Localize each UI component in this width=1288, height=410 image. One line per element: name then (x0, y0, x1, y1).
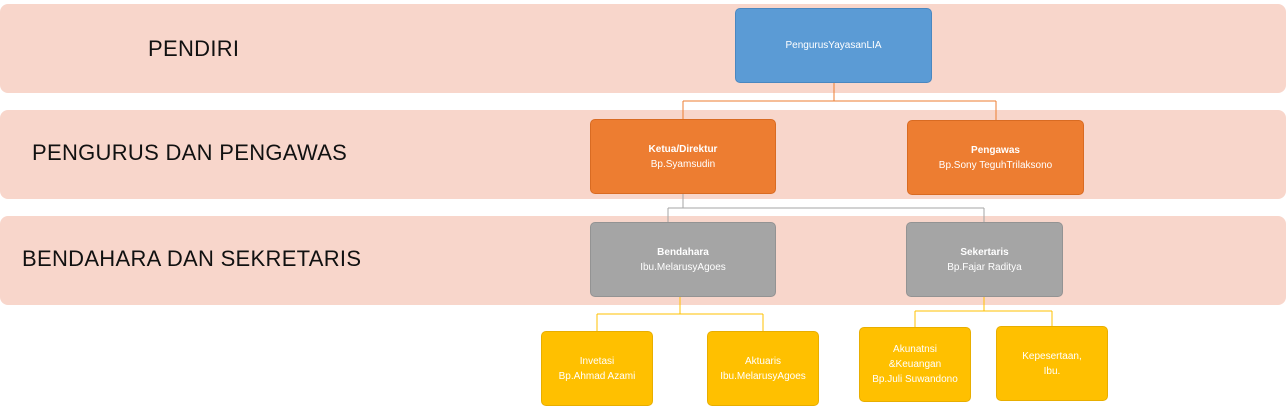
node-person: Bp.Ahmad Azami (558, 370, 636, 382)
node-person: Bp.Syamsudin (650, 158, 716, 170)
node-title: Bendahara (657, 246, 709, 258)
node-role: Kepesertaan, (1022, 350, 1082, 362)
node-ketua-direktur: Ketua/Direktur Bp.Syamsudin (590, 119, 776, 194)
node-person: Bp.Sony TeguhTrilaksono (938, 159, 1053, 171)
node-person: Ibu. (1043, 365, 1061, 377)
node-pengurus-yayasan: PengurusYayasanLIA (735, 8, 932, 83)
node-bendahara: Bendahara Ibu.MelarusyAgoes (590, 222, 776, 297)
node-text: PengurusYayasanLIA (785, 40, 882, 51)
node-title: Pengawas (971, 144, 1020, 156)
node-role: Invetasi (579, 355, 615, 367)
node-title: Sekertaris (960, 246, 1009, 258)
node-akuntansi-keuangan: Akunatnsi &Keuangan Bp.Juli Suwandono (859, 327, 971, 402)
node-person: Bp.Juli Suwandono (872, 374, 958, 385)
node-role: Aktuaris (744, 355, 782, 367)
node-person: Ibu.MelarusyAgoes (720, 370, 806, 382)
node-title: Ketua/Direktur (648, 143, 718, 155)
band-label-pendiri: PENDIRI (148, 36, 240, 61)
node-kepesertaan: Kepesertaan, Ibu. (996, 326, 1108, 401)
band-label-bendahara-sekretaris: BENDAHARA DAN SEKRETARIS (22, 246, 362, 271)
node-role-continued: &Keuangan (888, 359, 942, 370)
node-invetasi: Invetasi Bp.Ahmad Azami (541, 331, 653, 406)
band-label-pengurus-pengawas: PENGURUS DAN PENGAWAS (32, 140, 348, 165)
band-pendiri: PENDIRI (0, 4, 1286, 93)
node-sekertaris: Sekertaris Bp.Fajar Raditya (906, 222, 1063, 297)
node-pengawas: Pengawas Bp.Sony TeguhTrilaksono (907, 120, 1084, 195)
node-aktuaris: Aktuaris Ibu.MelarusyAgoes (707, 331, 819, 406)
node-role: Akunatnsi (893, 344, 937, 355)
node-person: Bp.Fajar Raditya (947, 261, 1022, 273)
node-person: Ibu.MelarusyAgoes (640, 261, 726, 273)
